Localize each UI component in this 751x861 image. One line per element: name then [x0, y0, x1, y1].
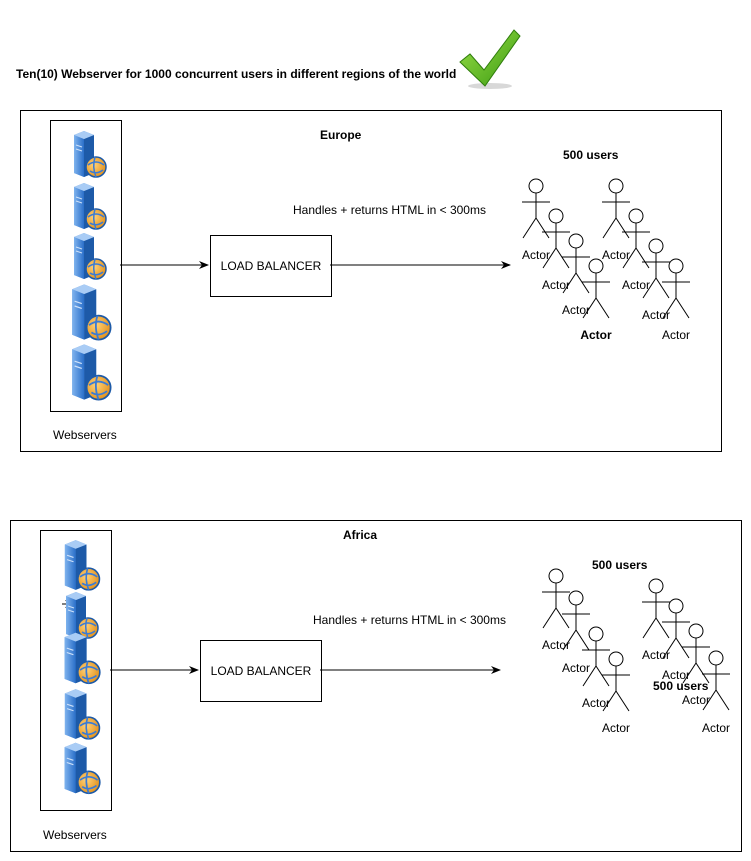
users-label: 500 users: [592, 558, 648, 572]
actor-label: Actor: [601, 721, 631, 735]
load-balancer: LOAD BALANCER: [200, 640, 322, 702]
actor-icon: [640, 238, 672, 302]
webserver-icon: [68, 230, 108, 287]
actor-label: Actor: [661, 668, 691, 682]
actor-label: Actor: [580, 328, 612, 342]
actor-icon: [520, 178, 552, 242]
actor-label: Actor: [561, 661, 591, 675]
users-label: 500 users: [653, 679, 709, 693]
actor-label: Actor: [621, 278, 651, 292]
actor-icon: [560, 233, 592, 297]
actor-label: Actor: [541, 638, 571, 652]
latency-note: Handles + returns HTML in < 300ms: [313, 613, 506, 627]
webserver-icon: [63, 342, 115, 407]
actor-label: Actor: [701, 721, 731, 735]
webserver-icon: [58, 687, 102, 746]
region-label: Europe: [320, 128, 362, 142]
webserver-icon: [68, 128, 108, 185]
actor-icon: [560, 590, 592, 654]
actor-icon: [540, 208, 572, 272]
actor-icon: [700, 650, 732, 714]
latency-note: Handles + returns HTML in < 300ms: [293, 203, 486, 217]
actor-icon: [540, 568, 572, 632]
region-label: Africa: [343, 528, 378, 542]
diagram-title: Ten(10) Webserver for 1000 concurrent us…: [16, 67, 457, 81]
webserver-icon: [63, 282, 115, 347]
actor-label: Actor: [561, 303, 591, 317]
green-checkmark-icon: [459, 29, 521, 89]
users-label: 500 users: [563, 148, 619, 162]
actor-icon: [580, 258, 612, 322]
actor-icon: [640, 578, 672, 642]
actor-icon: [620, 208, 652, 272]
region-africa: [10, 520, 742, 852]
actor-label: Actor: [641, 648, 671, 662]
actor-icon: [660, 258, 692, 322]
actor-label: Actor: [641, 308, 671, 322]
actor-label: Actor: [521, 248, 551, 262]
actor-icon: [600, 178, 632, 242]
actor-icon: [660, 598, 692, 662]
actor-label: Actor: [541, 278, 571, 292]
webserver-icon: [58, 590, 102, 645]
actor-icon: [600, 651, 632, 715]
load-balancer: LOAD BALANCER: [210, 235, 332, 297]
actor-icon: [580, 626, 612, 690]
webservers-caption: Webservers: [43, 828, 107, 842]
actor-label: Actor: [681, 693, 711, 707]
webservers-caption: Webservers: [53, 428, 117, 442]
actor-label: Actor: [601, 248, 631, 262]
webserver-icon: [58, 538, 102, 597]
actor-icon: [680, 623, 712, 687]
region-europe: [20, 110, 722, 452]
actor-label: Actor: [661, 328, 691, 342]
webserver-icon: [58, 630, 102, 691]
webserver-icon: [58, 740, 102, 801]
actor-label: Actor: [581, 696, 611, 710]
webserver-icon: [68, 180, 108, 237]
